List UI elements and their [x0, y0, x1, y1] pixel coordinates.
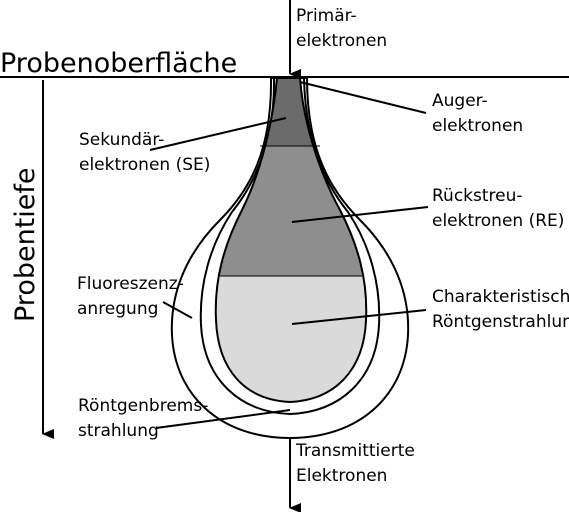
backscatter-label-line1: Rückstreu- [432, 186, 523, 206]
characteristic-leader [291, 309, 427, 325]
auger-leader [299, 81, 427, 114]
bremsstrahlung-label-line2: strahlung [78, 421, 159, 441]
characteristic-label-line2: Röntgenstrahlung [432, 312, 569, 332]
secondary-label-line1: Sekundär- [79, 130, 164, 150]
primary-label-line2: elektronen [296, 31, 387, 51]
auger-label-line2: elektronen [432, 116, 523, 136]
fluorescence-leader [162, 301, 193, 319]
primary-label-line1: Primär- [296, 6, 357, 26]
backscatter-leader [291, 206, 429, 223]
transmitted-label-line1: Transmittierte [295, 441, 415, 461]
backscatter-label-line2: elektronen (RE) [432, 211, 564, 231]
transmitted-label-line2: Elektronen [296, 466, 387, 486]
fluorescence-label-line2: anregung [77, 299, 158, 319]
surface-label: Probenoberfläche [0, 48, 237, 79]
bremsstrahlung-leader [155, 409, 291, 429]
auger-label-line1: Auger- [432, 91, 488, 111]
secondary-label-line2: elektronen (SE) [79, 155, 210, 175]
fluorescence-label-line1: Fluoreszenz- [77, 274, 184, 294]
characteristic-label-line1: Charakteristische [432, 287, 569, 307]
depth-label: Probentiefe [10, 167, 41, 322]
inner-interaction-volume [214, 77, 368, 404]
backscatter-zone [215, 146, 367, 276]
secondary-electron-zone [215, 78, 367, 146]
bremsstrahlung-label-line1: Röntgenbrems- [78, 396, 208, 416]
secondary-leader [149, 117, 287, 151]
